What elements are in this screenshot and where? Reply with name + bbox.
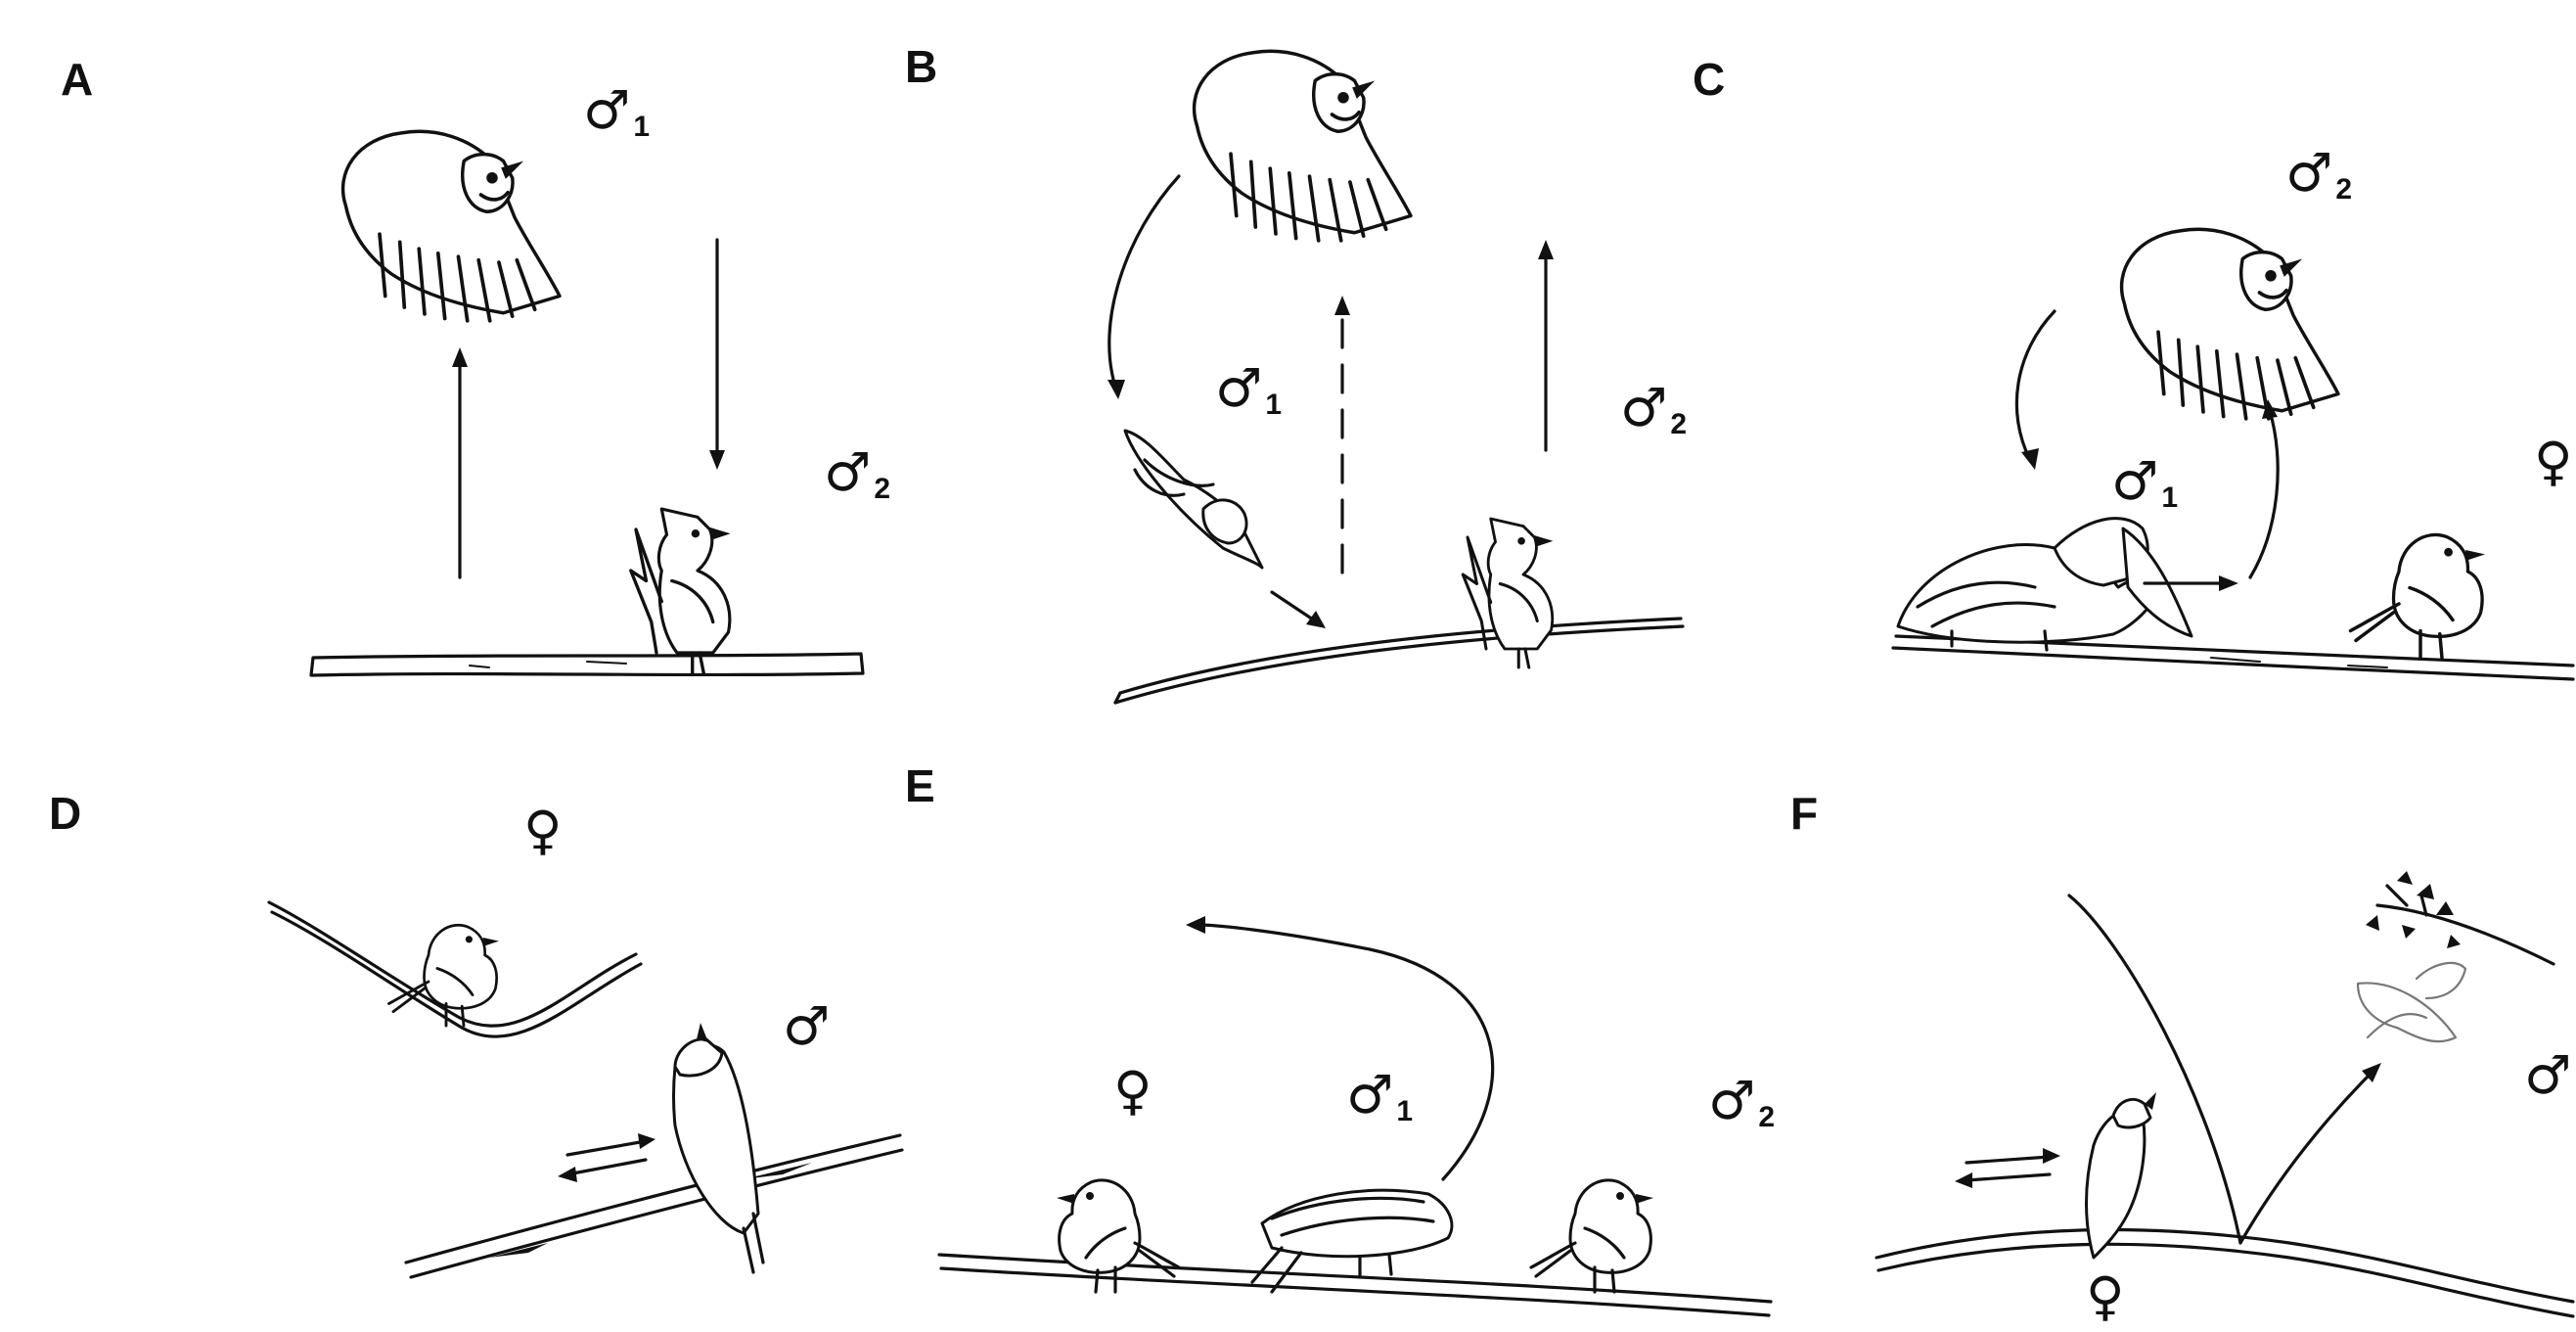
panel-label-f: F: [1790, 791, 1818, 836]
panel-label-c: C: [1693, 57, 1725, 102]
male-symbol: ♂: [2524, 1049, 2574, 1107]
female-symbol: ♀: [2086, 1270, 2128, 1328]
panel-label-d: D: [49, 791, 81, 836]
female-symbol: ♀: [523, 804, 565, 862]
panel-label-e: E: [905, 763, 935, 808]
panel-f-drawing: [1876, 871, 2573, 1316]
panel-a-drawing: [311, 131, 863, 675]
male-1-symbol: ♂1: [583, 84, 650, 142]
male-1-symbol: ♂1: [2111, 455, 2178, 513]
male-2-symbol: ♂2: [2285, 147, 2352, 205]
male-1-symbol: ♂1: [1346, 1069, 1413, 1126]
male-symbol: ♂: [783, 1000, 833, 1058]
male-2-symbol: ♂2: [824, 446, 890, 504]
panel-label-b: B: [905, 44, 937, 89]
panel-b-drawing: [1107, 51, 1683, 703]
panel-d-drawing: [269, 902, 902, 1277]
female-symbol: ♀: [1113, 1065, 1155, 1123]
female-symbol: ♀: [2534, 436, 2576, 493]
panel-c-drawing: [1893, 229, 2573, 679]
male-1-symbol: ♂1: [1215, 362, 1282, 420]
panel-label-a: A: [61, 57, 93, 102]
male-2-symbol: ♂2: [1620, 382, 1687, 439]
male-2-symbol: ♂2: [1708, 1075, 1775, 1132]
